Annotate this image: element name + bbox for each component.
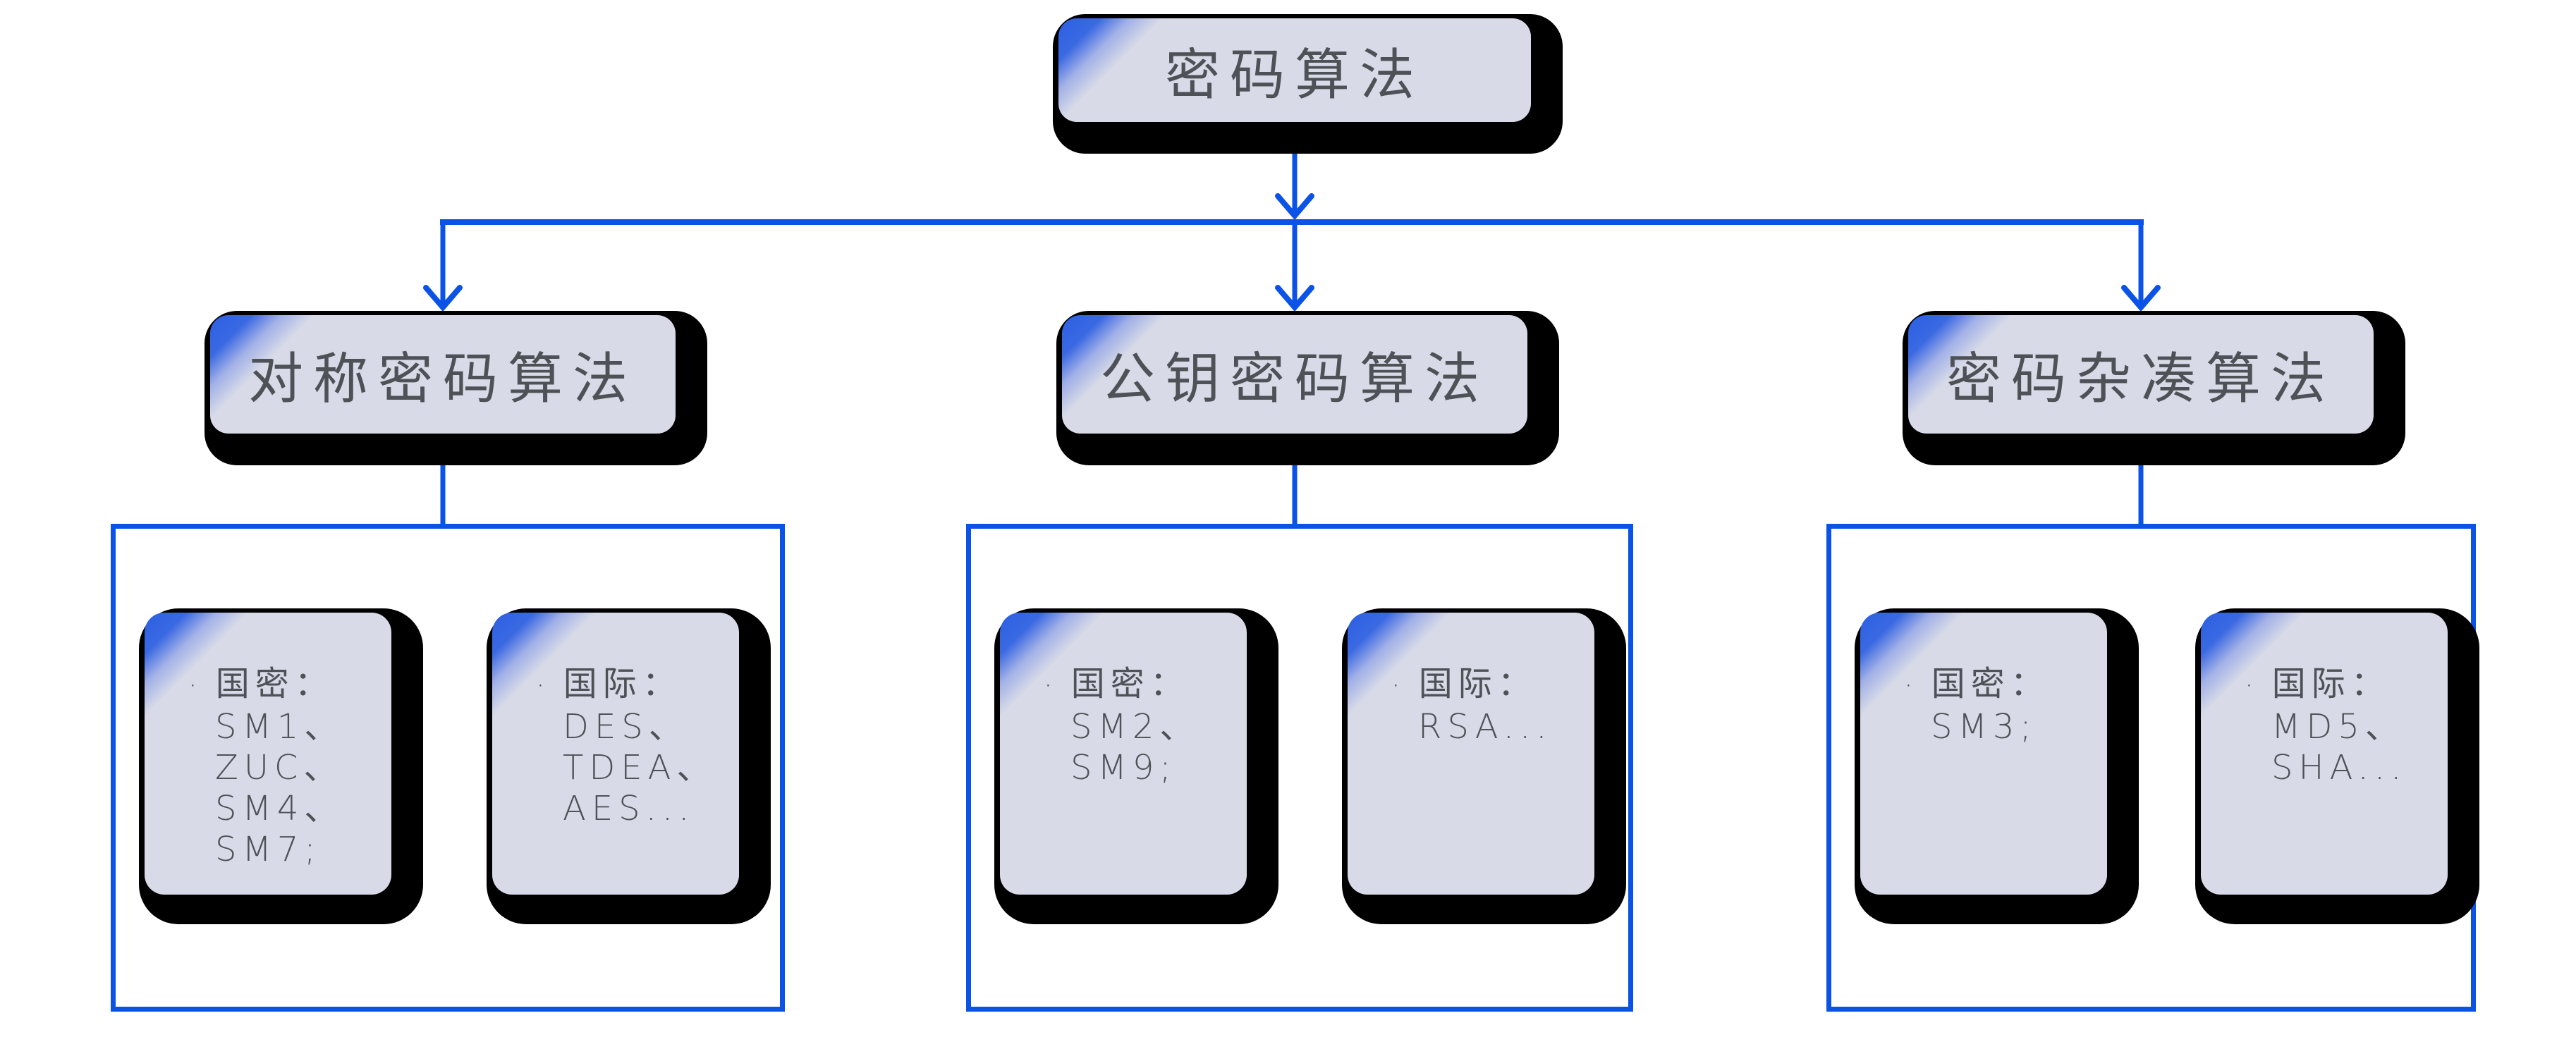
card-title-line: · 国际： [1391, 663, 1580, 706]
card-face: · 国密： SM1、 ZUC、 SM4、 SM7; [145, 613, 391, 895]
branch-node-publickey: 公钥密码算法 [1056, 311, 1559, 465]
card-text: · 国密： SM2、 SM9; [1000, 613, 1247, 788]
arrowhead-left [423, 285, 463, 312]
card-title-line: · 国密： [1044, 663, 1233, 706]
bullet-dot: · [1044, 670, 1058, 702]
card-hash-guomi: · 国密： SM3; [1855, 608, 2139, 924]
card-text: · 国密： SM1、 ZUC、 SM4、 SM7; [145, 613, 391, 870]
branch-node-symmetric: 对称密码算法 [205, 311, 707, 465]
card-item: MD5、 [2271, 707, 2405, 747]
card-title-line: · 国际： [2245, 663, 2434, 706]
card-item: TDEA、 [563, 748, 716, 787]
bullet-dot: · [2245, 670, 2259, 702]
branch-node-face: 公钥密码算法 [1062, 315, 1527, 434]
card-face: · 国际： DES、 TDEA、 AES... [492, 613, 739, 895]
card-title: 国密： [1070, 664, 1190, 704]
card-title: 国际： [2271, 664, 2391, 704]
card-item: SM4、 [215, 789, 344, 828]
group-hash: · 国密： SM3; · 国际： MD5、 SHA... [1826, 524, 2479, 1012]
bullet-dot: · [1904, 670, 1919, 702]
bullet-dot: · [536, 670, 551, 702]
card-item: SM3; [1931, 707, 2037, 747]
card-title-line: · 国际： [536, 663, 725, 706]
branch-node-face: 密码杂凑算法 [1908, 315, 2374, 434]
card-symmetric-intl: · 国际： DES、 TDEA、 AES... [487, 608, 771, 924]
card-item: SM1、 [215, 707, 344, 747]
card-title: 国密： [215, 664, 334, 704]
card-title-line: · 国密： [188, 663, 377, 706]
card-title: 国密： [1931, 664, 2050, 704]
card-hash-intl: · 国际： MD5、 SHA... [2195, 608, 2479, 924]
card-symmetric-guomi: · 国密： SM1、 ZUC、 SM4、 SM7; [139, 608, 423, 924]
card-item: DES、 [563, 707, 688, 747]
card-title: 国际： [563, 664, 682, 704]
arrowhead-mid [1275, 285, 1314, 312]
card-text: · 国际： DES、 TDEA、 AES... [492, 613, 739, 829]
card-face: · 国密： SM3; [1860, 613, 2107, 895]
card-item: ZUC、 [215, 748, 343, 787]
bullet-dot: · [1391, 670, 1406, 702]
root-node-face: 密码算法 [1058, 18, 1531, 122]
branch-node-label: 密码杂凑算法 [1946, 348, 2336, 411]
card-text: · 国际： RSA... [1348, 613, 1594, 747]
card-item: SM9; [1070, 748, 1177, 787]
card-text: · 国际： MD5、 SHA... [2201, 613, 2448, 788]
card-publickey-intl: · 国际： RSA... [1342, 608, 1626, 924]
card-item: AES... [563, 789, 695, 828]
card-item: SM7; [215, 830, 322, 869]
group-publickey: · 国密： SM2、 SM9; · 国际： RSA... [966, 524, 1633, 1012]
branch-node-label: 对称密码算法 [248, 348, 637, 411]
card-title-line: · 国密： [1904, 663, 2093, 706]
root-node-label: 密码算法 [1164, 43, 1424, 107]
arrowhead-right [2121, 285, 2161, 312]
branch-node-face: 对称密码算法 [210, 315, 676, 434]
card-item: SM2、 [1070, 707, 1200, 747]
branch-node-hash: 密码杂凑算法 [1903, 311, 2405, 465]
card-face: · 国际： RSA... [1348, 613, 1594, 895]
group-symmetric: · 国密： SM1、 ZUC、 SM4、 SM7; · 国际： DES、 TDEA、… [111, 524, 785, 1012]
card-title: 国际： [1418, 664, 1537, 704]
card-face: · 国际： MD5、 SHA... [2201, 613, 2448, 895]
card-text: · 国密： SM3; [1860, 613, 2107, 747]
root-node: 密码算法 [1053, 14, 1563, 154]
bullet-dot: · [188, 670, 203, 702]
arrowhead-root [1275, 193, 1314, 221]
card-item: SHA... [2271, 748, 2407, 787]
branch-node-label: 公钥密码算法 [1099, 348, 1489, 411]
card-face: · 国密： SM2、 SM9; [1000, 613, 1247, 895]
card-publickey-guomi: · 国密： SM2、 SM9; [994, 608, 1278, 924]
card-item: RSA... [1418, 707, 1553, 747]
